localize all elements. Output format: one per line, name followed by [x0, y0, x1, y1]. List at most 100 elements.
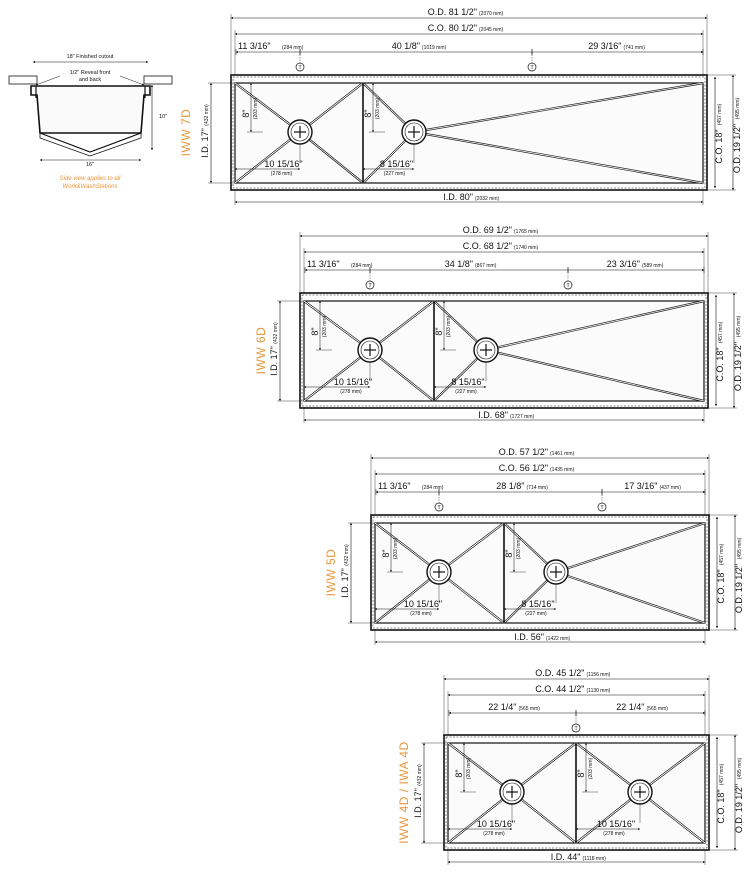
slope-line-highlight — [374, 522, 440, 573]
drain-offset-mm-1: (278 mm) — [483, 831, 505, 837]
co-depth-label: C.O. 18" — [714, 129, 724, 163]
depth-label: 10" — [159, 114, 167, 120]
drain-offset-label-2: 8 15/16" — [451, 377, 484, 387]
drain-offset-label-1: 10 15/16" — [264, 159, 302, 169]
segment-left-mm: (284 mm) — [351, 263, 373, 269]
co-mm-label: (1435 mm) — [550, 467, 575, 473]
segment-left-mm: (565 mm) — [519, 706, 541, 712]
slope-line-highlight — [485, 349, 705, 402]
slope-line-highlight — [369, 349, 435, 402]
drain-1-inner — [429, 562, 449, 582]
drain-offset-label-2: 8 15/16" — [380, 159, 413, 169]
segment-left-mm: (284 mm) — [422, 485, 444, 491]
slope-line-highlight — [575, 791, 641, 844]
drain-offset-label-2: 10 15/16" — [597, 819, 635, 829]
co-depth-label: C.O. 18" — [716, 569, 726, 603]
sink-cutout-line — [445, 736, 708, 849]
co-depth-label: C.O. 18" — [715, 347, 725, 381]
id-width-mm-label: (1422 mm) — [546, 636, 571, 642]
od-mm-label: (1765 mm) — [514, 229, 539, 235]
drain-1-inner — [502, 782, 522, 802]
drain-height-mm-1: (203 mm) — [322, 315, 328, 337]
id-depth-mm-label: (432 mm) — [273, 322, 279, 344]
segment-left-label: 22 1/4" — [488, 702, 516, 712]
slope-line-highlight — [413, 82, 704, 133]
od-depth-mm-label: (495 mm) — [735, 97, 741, 119]
segment-left-label: 11 3/16" — [238, 41, 271, 51]
sink-plan-4: IWW 4D / IWA 4DO.D. 45 1/2"(1156 mm)C.O.… — [397, 668, 744, 865]
segment-right-mm: (589 mm) — [642, 263, 664, 269]
od-depth-label: O.D. 19 1/2" — [734, 784, 744, 833]
drain-offset-mm-2: (278 mm) — [603, 831, 625, 837]
side-view: 18" Finished cutout 1/2" Reveal front an… — [8, 54, 173, 190]
od-depth-label: O.D. 19 1/2" — [733, 342, 743, 391]
drain-height-mm-1: (203 mm) — [253, 97, 259, 119]
bottom-label: 16" — [86, 162, 94, 168]
drain-marker-2 — [527, 62, 537, 72]
co-mm-label: (2045 mm) — [479, 27, 504, 33]
segment-left-label: 11 3/16" — [307, 259, 340, 269]
drain-2-inner — [546, 562, 566, 582]
model-label: IWW 7D — [179, 109, 193, 157]
model-label: IWW 5D — [324, 549, 338, 597]
segment-mid-label: 28 1/8" — [496, 481, 524, 491]
segment-right-label: 17 3/16" — [624, 481, 657, 491]
drain-height-mm-2: (203 mm) — [446, 315, 452, 337]
od-depth-label: O.D. 19 1/2" — [732, 124, 742, 173]
reveal-label-line2: and back — [79, 77, 102, 83]
id-depth-mm-label: (432 mm) — [204, 104, 210, 126]
slope-line-highlight — [447, 742, 513, 793]
slope-line-highlight — [303, 349, 371, 402]
od-label: O.D. 45 1/2" — [535, 668, 584, 678]
slope-line-highlight — [639, 791, 706, 844]
id-depth-label: I.D. 17" — [200, 128, 210, 158]
drain-height-mm-1: (203 mm) — [393, 537, 399, 559]
co-depth-mm-label: (457 mm) — [718, 321, 724, 343]
co-label: C.O. 56 1/2" — [499, 463, 548, 473]
drain-offset-mm-1: (278 mm) — [340, 389, 362, 395]
drain-height-label-1: 8" — [241, 109, 251, 117]
od-label: O.D. 69 1/2" — [463, 225, 512, 235]
drain-marker-1 — [434, 502, 444, 512]
drain-offset-mm-2: (227 mm) — [455, 389, 477, 395]
od-mm-label: (1461 mm) — [550, 451, 575, 457]
drain-offset-mm-2: (227 mm) — [384, 171, 406, 177]
drain-1-inner — [360, 340, 380, 360]
drain-offset-mm-2: (227 mm) — [525, 611, 547, 617]
id-width-label: I.D. 68" — [478, 410, 508, 420]
co-depth-label: C.O. 18" — [716, 789, 726, 823]
drain-marker-1 — [365, 280, 375, 290]
drain-marker-1-text: T — [368, 283, 372, 289]
co-mm-label: (1740 mm) — [514, 245, 539, 251]
drain-height-label-1: 8" — [381, 549, 391, 557]
finished-cutout-label: 18" Finished cutout — [67, 54, 114, 60]
id-width-label: I.D. 80" — [443, 192, 473, 202]
sink-plan-2: IWW 6DO.D. 69 1/2"(1765 mm)C.O. 68 1/2"(… — [254, 225, 743, 423]
segment-mid-mm: (714 mm) — [527, 485, 549, 491]
sink-plan-3: IWW 5DO.D. 57 1/2"(1461 mm)C.O. 56 1/2"(… — [324, 447, 744, 645]
drain-height-mm-2: (203 mm) — [516, 537, 522, 559]
id-depth-label: I.D. 17" — [340, 568, 350, 598]
id-width-mm-label: (2032 mm) — [475, 196, 500, 202]
segment-right-mm: (437 mm) — [660, 485, 682, 491]
segment-mid-mm: (1019 mm) — [422, 45, 447, 51]
slope-line-highlight — [299, 82, 364, 133]
sink-cutout-line — [372, 516, 708, 629]
id-depth-mm-label: (432 mm) — [417, 764, 423, 786]
od-depth-mm-label: (495 mm) — [737, 537, 743, 559]
sink-basin — [234, 82, 704, 184]
drain-marker-2-text: T — [530, 65, 534, 71]
segment-mid-label: 34 1/8" — [445, 259, 473, 269]
id-width-mm-label: (1118 mm) — [583, 856, 607, 862]
co-label: C.O. 44 1/2" — [535, 684, 584, 694]
slope-line-highlight — [485, 300, 705, 351]
drain-offset-label-1: 10 15/16" — [334, 377, 372, 387]
drain-offset-label-1: 10 15/16" — [477, 819, 515, 829]
slope-line-highlight — [447, 791, 513, 844]
drain-offset-label-1: 10 15/16" — [404, 599, 442, 609]
co-label: C.O. 68 1/2" — [463, 241, 512, 251]
co-depth-mm-label: (457 mm) — [717, 103, 723, 125]
drain-offset-mm-1: (278 mm) — [410, 611, 432, 617]
drain-2-inner — [476, 340, 496, 360]
